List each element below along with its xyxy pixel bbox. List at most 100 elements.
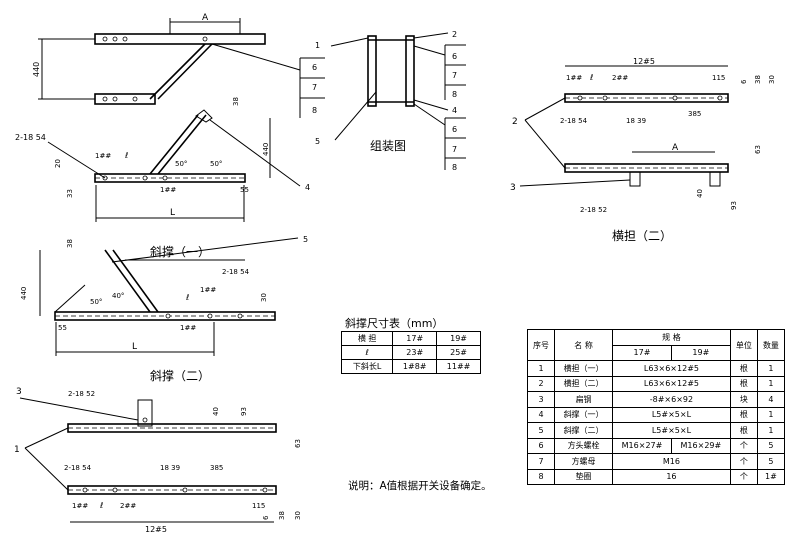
label-2-18-54-brace2: 2-18 54 xyxy=(64,464,92,472)
dim-30-beam2: 30 xyxy=(768,75,776,84)
label-4-asm: 4 xyxy=(452,106,457,115)
table-cell: 斜撑（二） xyxy=(554,422,614,439)
table-row: 4 斜撑（一） L5#×5×L 根 1 xyxy=(526,406,786,423)
label-18-39-brace2: 18 39 xyxy=(160,464,180,472)
dim-38-brace2: 38 xyxy=(278,511,286,520)
table-cell: M16×27# xyxy=(612,437,672,454)
dim-6-beam2: 6 xyxy=(740,79,748,84)
table-cell: 根 xyxy=(729,406,758,423)
header-cell: 序号 xyxy=(526,329,556,361)
table-cell: L5#×5×L xyxy=(612,406,731,423)
label-6-asm: 6 xyxy=(452,52,457,61)
table-cell: 个 xyxy=(729,468,758,485)
label-18-39-beam2: 18 39 xyxy=(626,117,646,125)
label-5-brace1: 5 xyxy=(303,235,308,244)
label-8-asm: 8 xyxy=(452,90,457,99)
dim-1000-beam2: 1## xyxy=(566,74,582,82)
table-cell: L5#×5×L xyxy=(612,422,731,439)
table-header-row: 17# 19# xyxy=(528,344,785,361)
table-cell: 4 xyxy=(756,391,786,408)
table-header-row: 序号 名 称 规 格 单位 数量 xyxy=(526,329,786,361)
table-cell: 5 xyxy=(526,422,556,439)
table-cell: 6 xyxy=(526,437,556,454)
table-cell: M16 xyxy=(612,453,731,470)
dim-63-beam2: 63 xyxy=(754,145,762,154)
brace1-view: 斜撑（一） 38 440 50° 40° ℓ 1## 2-18 54 30 55… xyxy=(20,235,308,356)
label-7-asm: 7 xyxy=(452,71,457,80)
dim-ell-elev: ℓ xyxy=(124,151,128,160)
table-cell: 横担（一） xyxy=(554,360,614,377)
dim-2000-beam2: 2## xyxy=(612,74,628,82)
label-2-beam2: 2 xyxy=(512,117,518,127)
table-cell: 7 xyxy=(526,453,556,470)
angle-50-elev: 50° xyxy=(175,160,187,168)
title-assembly: 组装图 xyxy=(370,139,406,153)
label-4-elev: 4 xyxy=(305,183,310,192)
material-table: 序号 名 称 规 格 单位 数量 17# 19# 1 横担（一） L63×6×1… xyxy=(526,329,786,485)
dim-2000-brace2: 2## xyxy=(120,502,136,510)
table-cell: 横担（二） xyxy=(554,375,614,392)
table-cell: 1 xyxy=(756,360,786,377)
dim-38-elev: 38 xyxy=(232,97,240,106)
label-6-plan: 6 xyxy=(312,63,317,72)
dim-1000-brace1: 1## xyxy=(200,286,216,294)
dim-ell-brace1: ℓ xyxy=(185,293,189,302)
label-2-18-52-beam2: 2-18 52 xyxy=(580,206,607,214)
dim-40-brace2: 40 xyxy=(212,407,220,416)
header-cell: 名 称 xyxy=(554,329,614,361)
label-6b-asm: 6 xyxy=(452,125,457,134)
label-5-asm: 5 xyxy=(315,137,320,146)
angle-50b-elev: 50° xyxy=(210,160,222,168)
dim-385-brace2: 385 xyxy=(210,464,223,472)
dim-ell-brace2: ℓ xyxy=(99,501,103,510)
label-3-brace2: 3 xyxy=(16,387,22,397)
header-cell: 规 格 xyxy=(612,329,731,346)
beam2-view: 12#5 1## ℓ 2## 115 6 38 30 2-18 54 18 39… xyxy=(510,57,776,243)
dim-1205-brace2: 12#5 xyxy=(145,525,167,534)
dim-93-beam2: 93 xyxy=(730,201,738,210)
dim-1000-brace2: 1## xyxy=(72,502,88,510)
table-row: 2 横担（二） L63×6×12#5 根 1 xyxy=(526,375,786,392)
dim-20-elev: 20 xyxy=(54,159,62,168)
dim-ell-beam2: ℓ xyxy=(589,73,593,82)
dim-1205-beam2: 12#5 xyxy=(633,57,655,66)
table-cell: 扁钢 xyxy=(554,391,614,408)
table-cell: 25# xyxy=(436,345,481,360)
title-brace1: 斜撑（一） xyxy=(150,244,210,259)
table-cell: 根 xyxy=(729,375,758,392)
table-cell: 1 xyxy=(756,406,786,423)
label-2-18-54-beam2: 2-18 54 xyxy=(560,117,588,125)
label-1-brace2: 1 xyxy=(14,445,20,455)
table-cell: -8#×6×92 xyxy=(612,391,731,408)
table-cell: 块 xyxy=(729,391,758,408)
table-cell: 16 xyxy=(612,468,731,485)
title-beam2: 横担（二） xyxy=(612,229,672,243)
table-cell: 19# xyxy=(436,331,481,346)
table-cell: 个 xyxy=(729,437,758,454)
dim-40-beam2: 40 xyxy=(696,189,704,198)
table-cell: M16×29# xyxy=(670,437,731,454)
dim-440-elev: 440 xyxy=(262,143,270,156)
brace2-view: 斜撑（二） 2-18 52 3 40 93 63 2-18 54 18 39 3… xyxy=(14,368,302,534)
label-2-18-54-brace1: 2-18 54 xyxy=(222,268,250,276)
table-cell: L63×6×12#5 xyxy=(612,375,731,392)
table-cell: 下斜长L xyxy=(340,359,394,374)
table-cell: 根 xyxy=(729,360,758,377)
table-cell: 2 xyxy=(526,375,556,392)
header-cell: 19# xyxy=(670,344,731,361)
table-cell: 5 xyxy=(756,453,786,470)
table-cell: 1# xyxy=(756,468,786,485)
label-2-18-52-brace2: 2-18 52 xyxy=(68,390,95,398)
angle-50-brace1: 50° xyxy=(90,298,102,306)
dim-55-brace1: 55 xyxy=(58,324,67,332)
table-row: 1 横担（一） L63×6×12#5 根 1 xyxy=(526,360,786,377)
dim-L-elev: L xyxy=(170,208,175,218)
table-row: 横 担 17# 19# xyxy=(340,331,481,346)
table-cell: 11## xyxy=(436,359,481,374)
drawing-note: 说明：A值根据开关设备确定。 xyxy=(348,480,492,492)
table-cell: 斜撑（一） xyxy=(554,406,614,423)
size-table-title: 斜撑尺寸表（mm） xyxy=(345,317,444,330)
dim-440-plan: 440 xyxy=(32,62,41,77)
table-cell: 根 xyxy=(729,422,758,439)
